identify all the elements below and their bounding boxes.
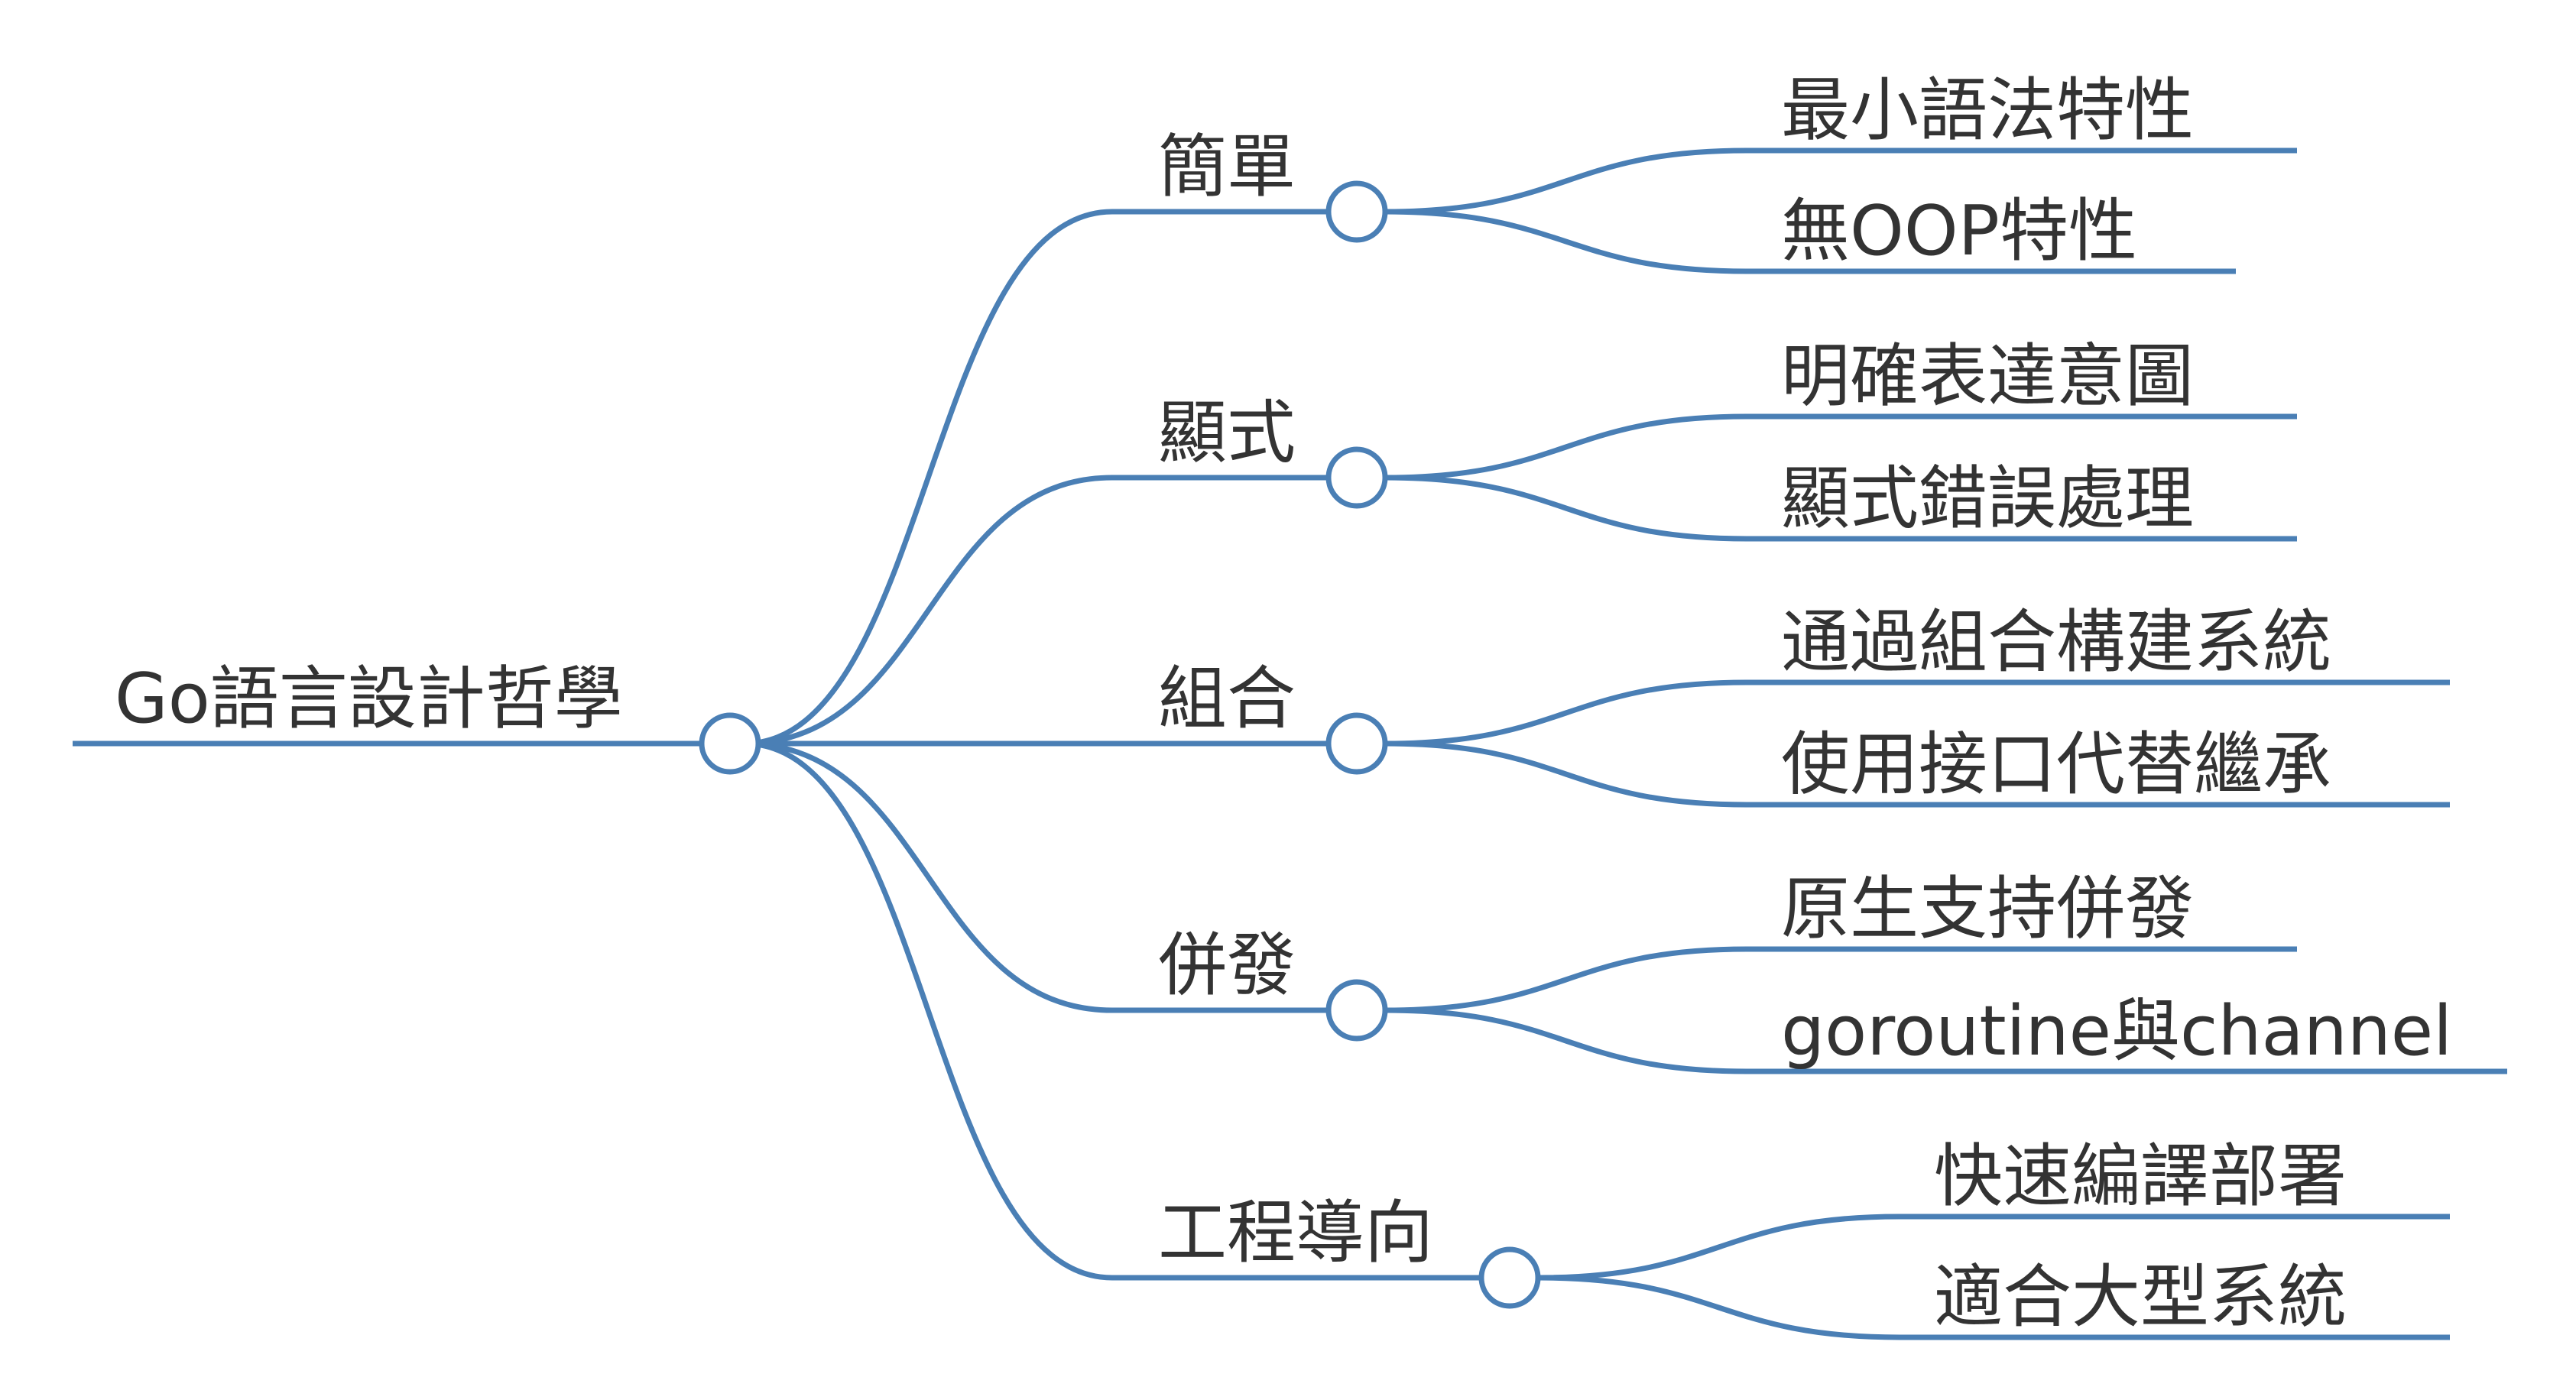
leaf-label: 快速編譯部署 <box>1934 1136 2347 1217</box>
branch-node-circle <box>1478 1246 1541 1309</box>
connector-lines <box>741 147 1903 1340</box>
branch-node-circle <box>1325 712 1388 775</box>
node-circles <box>699 180 1541 1309</box>
branch-to-leaf-link <box>1382 413 1750 481</box>
branch-to-leaf-link <box>1382 475 1750 542</box>
branch-node-circle <box>1325 180 1388 243</box>
branch-to-leaf-link <box>1382 679 1750 747</box>
leaf-label: 適合大型系統 <box>1934 1257 2347 1337</box>
leaf-label: 通過組合構建系統 <box>1781 602 2331 682</box>
branch-to-leaf-link <box>1382 147 1750 215</box>
root-node-circle <box>699 712 761 775</box>
branch-to-leaf-link <box>1382 1007 1750 1074</box>
branch-label: 併發 <box>1158 925 1296 1006</box>
branch-to-leaf-link <box>1535 1214 1903 1281</box>
leaf-label: 明確表達意圖 <box>1781 336 2194 416</box>
label-underlines <box>73 147 2507 1340</box>
leaf-label: 顯式錯誤處理 <box>1781 459 2194 539</box>
root-to-branch-link <box>741 475 1115 747</box>
root-to-branch-link <box>741 740 1115 1281</box>
branch-to-leaf-link <box>1382 740 1750 808</box>
branch-label: 簡單 <box>1158 127 1296 207</box>
leaf-label: 最小語法特性 <box>1781 70 2194 151</box>
branch-to-leaf-link <box>1535 1275 1903 1340</box>
root-to-branch-link <box>741 209 1115 747</box>
branch-label: 組合 <box>1158 659 1296 739</box>
branch-to-leaf-link <box>1382 946 1750 1013</box>
leaf-label: 使用接口代替繼承 <box>1781 724 2331 805</box>
branch-label: 工程導向 <box>1158 1193 1433 1273</box>
root-to-branch-link <box>741 740 1115 1013</box>
branch-label: 顯式 <box>1158 393 1296 473</box>
branch-node-circle <box>1325 979 1388 1042</box>
root-node-label: Go語言設計哲學 <box>115 659 623 739</box>
branch-to-leaf-link <box>1382 209 1750 274</box>
leaf-label: 無OOP特性 <box>1781 191 2137 271</box>
leaf-label: goroutine與channel <box>1781 991 2452 1071</box>
branch-node-circle <box>1325 446 1388 509</box>
leaf-label: 原生支持併發 <box>1781 869 2194 949</box>
